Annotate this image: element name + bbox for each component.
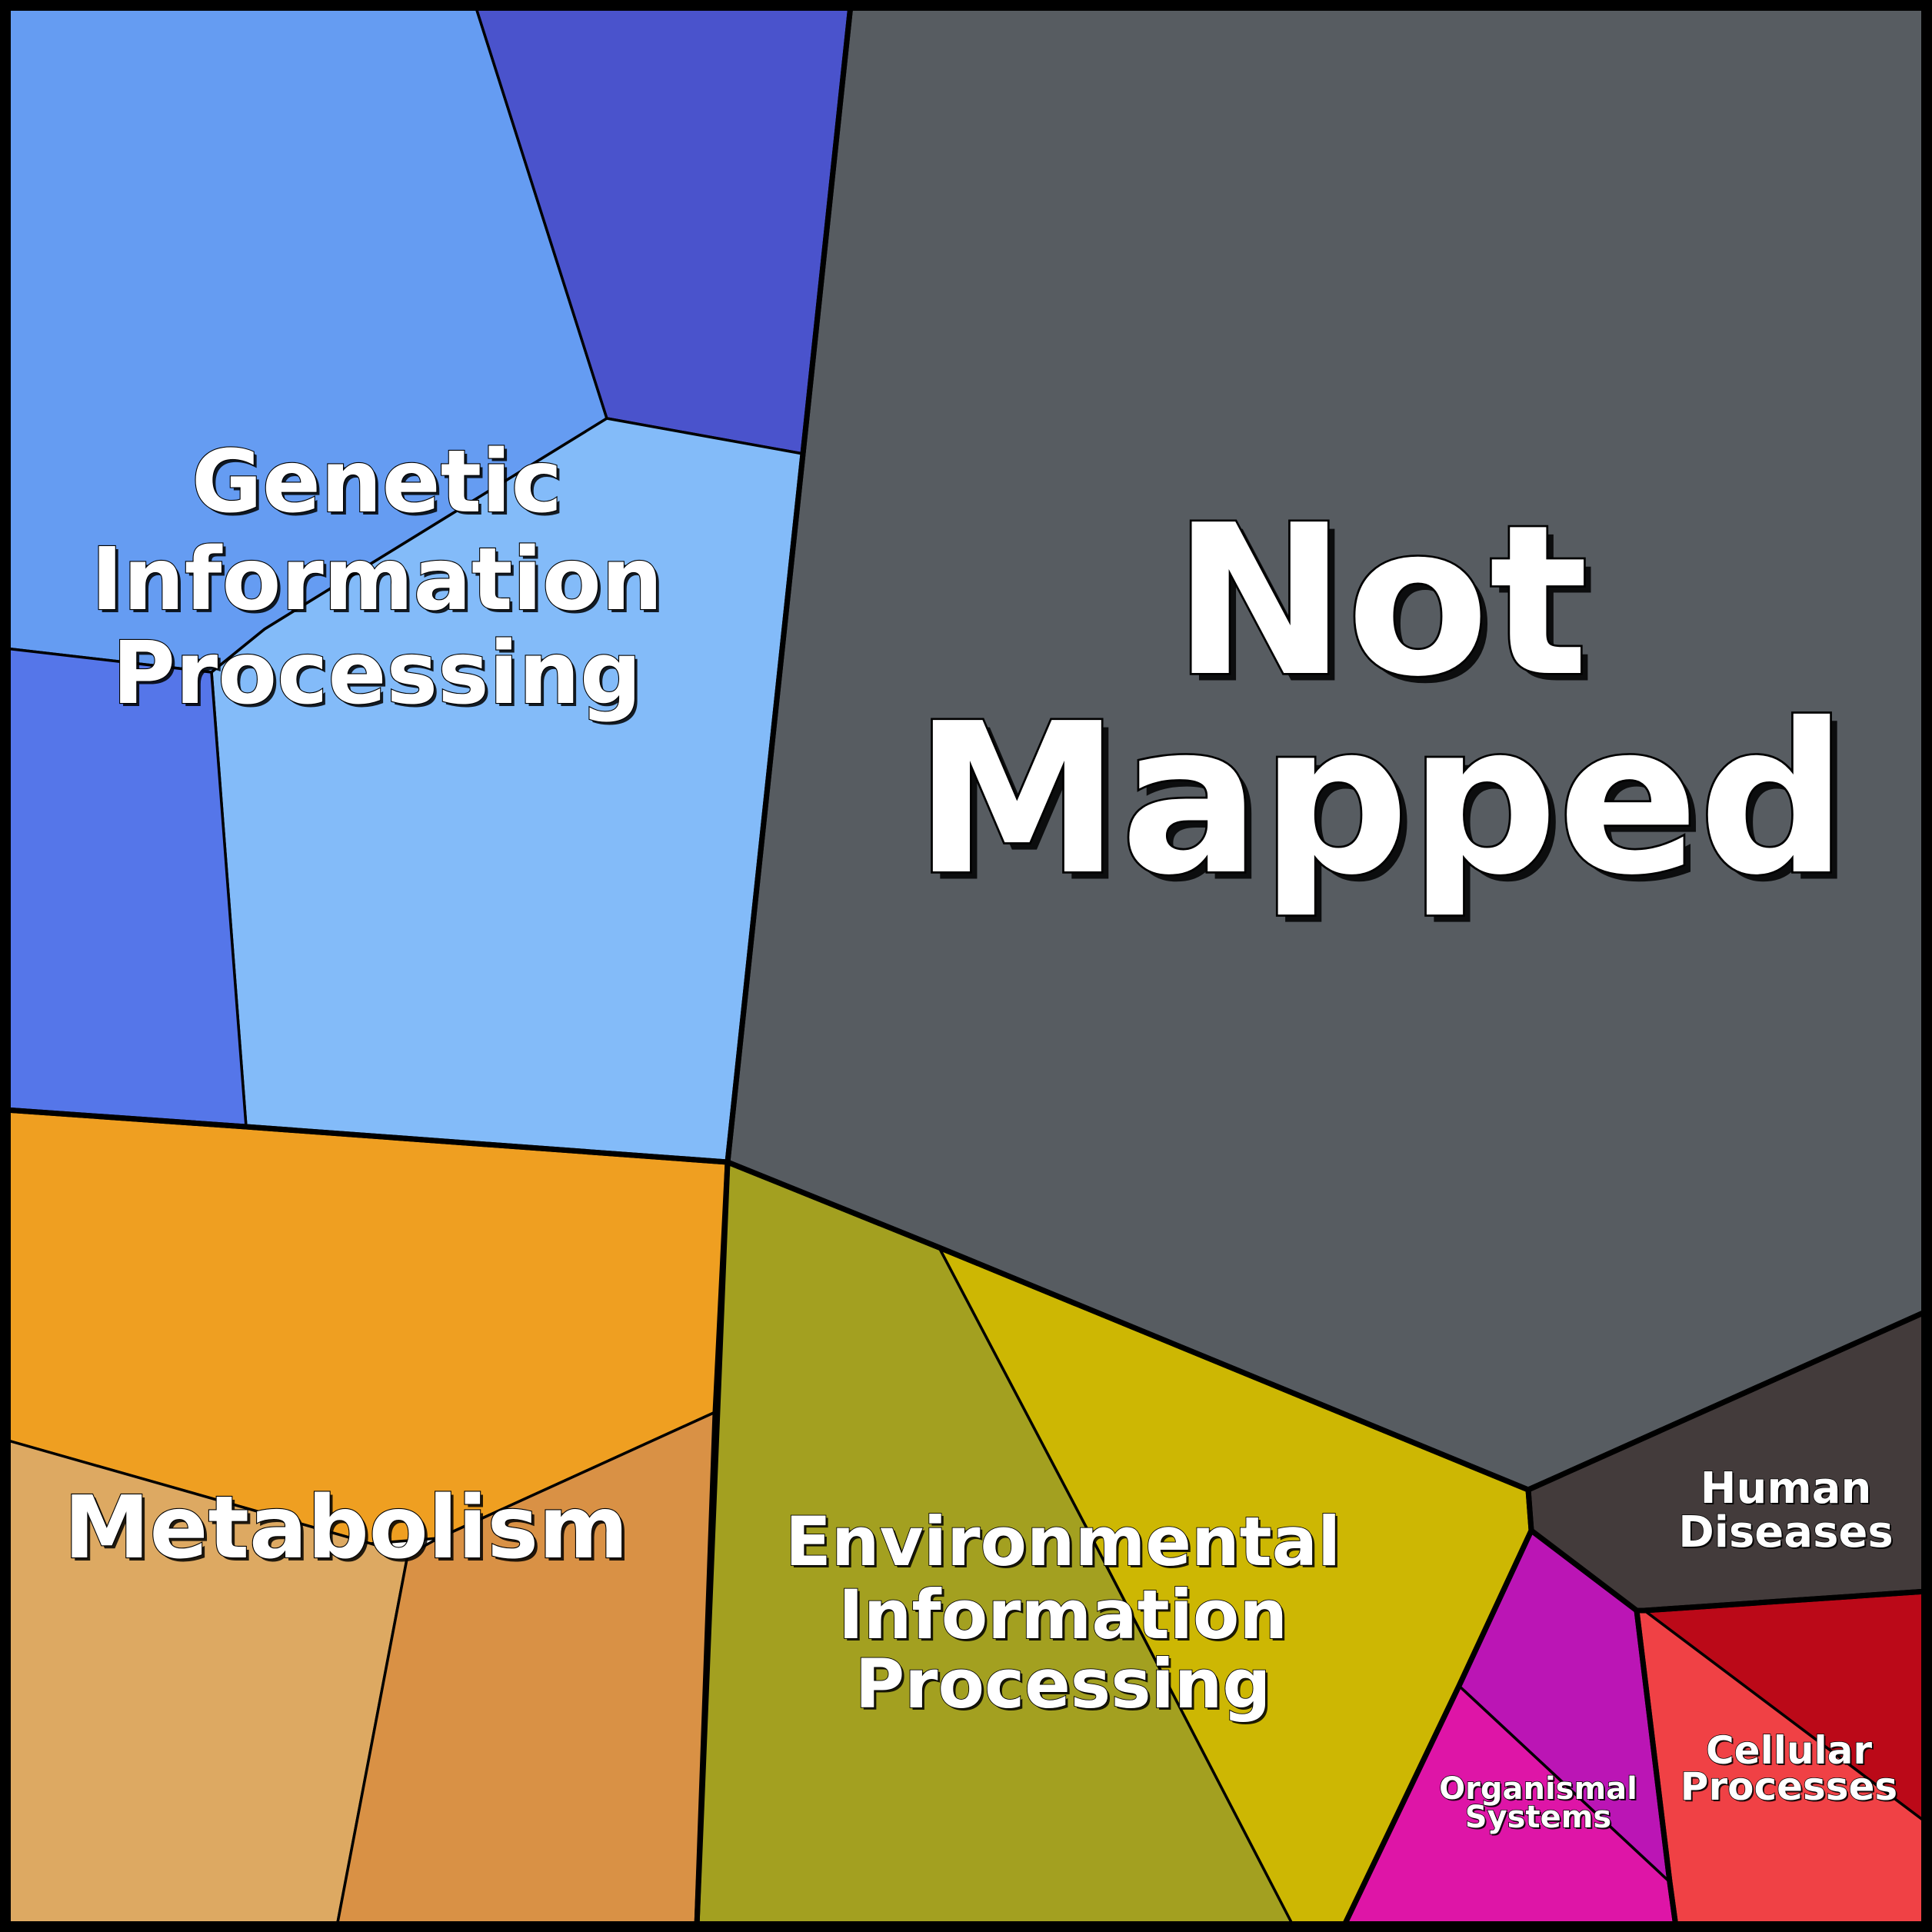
cellular-label-shadow: Processes (1682, 1766, 1899, 1810)
metabolism-label-line: Metabolism (64, 1478, 628, 1578)
environmental-label-shadow: Information (841, 1577, 1290, 1657)
not-mapped-label-shadow: Not (1180, 487, 1596, 729)
environmental-label: EnvironmentalEnvironmentalInformationInf… (784, 1501, 1343, 1726)
environmental-label-line: Processing (855, 1644, 1271, 1724)
cellular-label-line: Processes (1681, 1764, 1897, 1809)
environmental-label-line: Environmental (785, 1502, 1341, 1581)
environmental-label-shadow: Environmental (788, 1504, 1343, 1584)
environmental-label-shadow: Processing (858, 1647, 1274, 1726)
human-diseases-label-shadow: Human (1702, 1465, 1874, 1515)
human-diseases-label-shadow: Diseases (1680, 1509, 1894, 1559)
human-diseases-label-line: Diseases (1678, 1507, 1893, 1557)
genetic-label-line: Processing (112, 624, 641, 724)
environmental-label-line: Information (838, 1575, 1287, 1654)
genetic-label-shadow: Genetic (195, 435, 565, 535)
cellular-label-line: Cellular (1706, 1728, 1872, 1773)
genetic-label-shadow: Processing (115, 627, 645, 727)
not-mapped-label-line: Not (1173, 480, 1589, 722)
metabolism-label-shadow: Metabolism (67, 1481, 631, 1581)
organismal-label-line: Systems (1465, 1800, 1611, 1835)
genetic-label-shadow: Information (94, 533, 665, 633)
cellular-label-shadow: Cellular (1707, 1730, 1874, 1774)
organismal-label-shadow: Organismal (1441, 1773, 1639, 1808)
not-mapped-label-line: Mapped (914, 678, 1847, 921)
human-diseases-label-line: Human (1700, 1464, 1872, 1514)
genetic-label-line: Information (91, 530, 662, 630)
genetic-label: GeneticGeneticInformationInformationProc… (90, 431, 665, 727)
genetic-label-line: Genetic (192, 432, 562, 532)
not-mapped-label-shadow: Mapped (921, 685, 1855, 928)
organismal-label-line: Organismal (1439, 1771, 1637, 1807)
labels-layer: GeneticGeneticInformationInformationProc… (63, 431, 1899, 1837)
organismal-label-shadow: Systems (1467, 1801, 1613, 1837)
